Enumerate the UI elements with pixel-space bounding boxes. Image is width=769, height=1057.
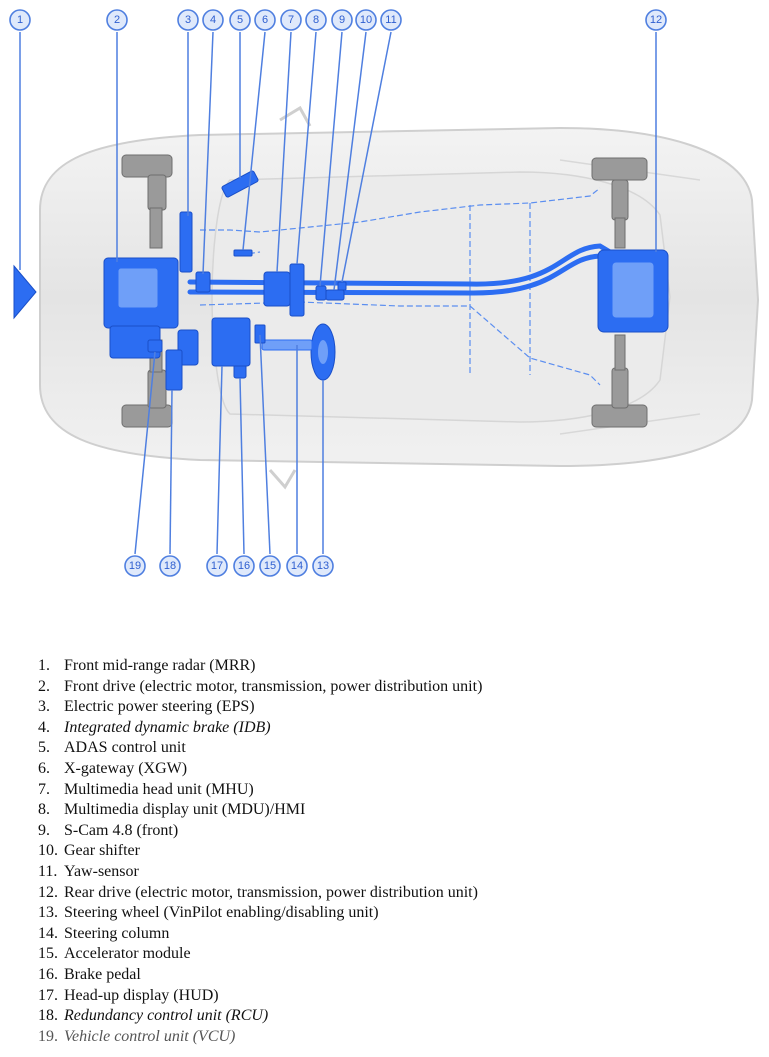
s-cam xyxy=(315,285,327,301)
legend-item-10: 10.Gear shifter xyxy=(38,842,140,860)
legend-item-2: 2.Front drive (electric motor, transmiss… xyxy=(38,677,483,695)
legend-item-8: 8.Multimedia display unit (MDU)/HMI xyxy=(38,801,306,819)
callout-14-label: 14 xyxy=(291,560,303,572)
legend-item-4: 4.Integrated dynamic brake (IDB) xyxy=(38,718,271,736)
components xyxy=(13,170,669,391)
yaw-sensor xyxy=(337,281,347,291)
component-legend: 1.Front mid-range radar (MRR) 2.Front dr… xyxy=(38,656,482,1047)
callout-13: 13 xyxy=(312,555,334,577)
leader-lines xyxy=(19,31,657,555)
legend-item-18: 18.Redundancy control unit (RCU) xyxy=(38,1007,269,1025)
callout-5: 5 xyxy=(229,9,251,31)
legend-item-12: 12.Rear drive (electric motor, transmiss… xyxy=(38,883,478,901)
multimedia-display-unit xyxy=(289,263,305,317)
callout-6-label: 6 xyxy=(262,14,268,26)
head-up-display xyxy=(211,317,251,367)
callout-15-label: 15 xyxy=(264,560,276,572)
legend-item-17: 17.Head-up display (HUD) xyxy=(38,986,219,1004)
callout-18-label: 18 xyxy=(164,560,176,572)
legend-item-3: 3.Electric power steering (EPS) xyxy=(38,698,255,716)
callout-4-label: 4 xyxy=(210,14,216,26)
callout-17-label: 17 xyxy=(211,560,223,572)
vehicle-control-unit xyxy=(147,339,163,353)
callout-3-label: 3 xyxy=(185,14,191,26)
legend-item-1: 1.Front mid-range radar (MRR) xyxy=(38,657,256,674)
legend-item-19: 19.Vehicle control unit (VCU) xyxy=(38,1027,236,1045)
callout-19-label: 19 xyxy=(129,560,141,572)
legend-item-13: 13.Steering wheel (VinPilot enabling/dis… xyxy=(38,904,379,922)
gear-shifter xyxy=(325,289,345,301)
x-gateway xyxy=(233,249,253,257)
hv-cable xyxy=(187,243,613,287)
legend-item-14: 14.Steering column xyxy=(38,924,170,942)
callout-6: 6 xyxy=(254,9,276,31)
callout-7: 7 xyxy=(280,9,302,31)
legend-item-5: 5.ADAS control unit xyxy=(38,739,186,757)
legend-item-7: 7.Multimedia head unit (MHU) xyxy=(38,780,254,798)
idb-unit xyxy=(195,271,211,293)
adas-control-unit xyxy=(221,170,259,198)
callout-12-label: 12 xyxy=(650,14,662,26)
front-radar xyxy=(13,264,37,320)
callout-11: 11 xyxy=(380,9,402,31)
callout-16-label: 16 xyxy=(238,560,250,572)
eps-unit xyxy=(179,211,193,273)
callout-8-label: 8 xyxy=(313,14,319,26)
callout-14: 14 xyxy=(286,555,308,577)
callout-3: 3 xyxy=(177,9,199,31)
callout-10: 10 xyxy=(355,9,377,31)
callout-10-label: 10 xyxy=(360,14,372,26)
callout-markers: 1 2 3 4 5 6 7 8 9 10 11 12 13 14 15 16 1… xyxy=(9,9,667,577)
callout-5-label: 5 xyxy=(237,14,243,26)
callout-2-label: 2 xyxy=(114,14,120,26)
legend-item-16: 16.Brake pedal xyxy=(38,965,141,983)
rear-suspension xyxy=(591,157,648,428)
redundancy-control-unit xyxy=(165,349,183,391)
legend-item-6: 6.X-gateway (XGW) xyxy=(38,759,188,777)
legend-item-11: 11.Yaw-sensor xyxy=(38,862,139,880)
callout-1-label: 1 xyxy=(17,14,23,26)
steering-column-part xyxy=(261,339,313,351)
callout-9-label: 9 xyxy=(339,14,345,26)
callout-15: 15 xyxy=(259,555,281,577)
callout-4: 4 xyxy=(202,9,224,31)
callout-7-label: 7 xyxy=(288,14,294,26)
callout-8: 8 xyxy=(305,9,327,31)
callout-17: 17 xyxy=(206,555,228,577)
callout-18: 18 xyxy=(159,555,181,577)
legend-item-9: 9.S-Cam 4.8 (front) xyxy=(38,821,179,839)
callout-16: 16 xyxy=(233,555,255,577)
multimedia-head-unit xyxy=(263,271,291,307)
callout-1: 1 xyxy=(9,9,31,31)
callout-13-label: 13 xyxy=(317,560,329,572)
legend-item-15: 15.Accelerator module xyxy=(38,945,191,963)
callout-12: 12 xyxy=(645,9,667,31)
callout-19: 19 xyxy=(124,555,146,577)
callout-2: 2 xyxy=(106,9,128,31)
hv-cable-return xyxy=(187,253,603,296)
vehicle-architecture-diagram: 1 2 3 4 5 6 7 8 9 10 11 12 13 14 15 16 1… xyxy=(9,9,760,577)
callout-11-label: 11 xyxy=(385,14,396,26)
callout-9: 9 xyxy=(331,9,353,31)
